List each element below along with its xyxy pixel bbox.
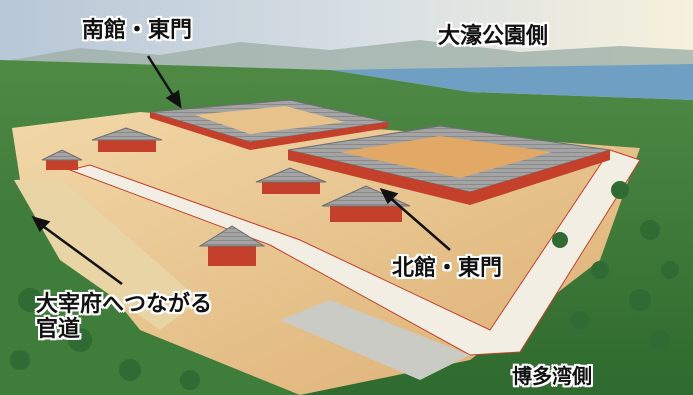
south-gate-label: 南館・東門	[82, 18, 193, 43]
official-road	[14, 178, 200, 330]
arrow-north-gate	[387, 195, 451, 251]
gate-building	[198, 225, 266, 266]
dazaifu-road-label-line1: 大宰府へつながる	[36, 292, 213, 317]
outer-wall	[68, 149, 641, 356]
north-gate-label: 北館・東門	[392, 256, 503, 281]
dazaifu-road-label-line2: 官道	[36, 317, 81, 343]
small-hall-1	[255, 167, 327, 194]
gravel-area	[280, 300, 470, 380]
sea	[330, 64, 693, 100]
arrows	[31, 55, 451, 286]
north-compound-courtyard	[340, 136, 552, 178]
small-hall-4	[41, 149, 83, 170]
south-compound-courtyard	[195, 106, 345, 134]
arrow-south-gate	[146, 55, 178, 101]
south-compound-wall	[150, 112, 388, 150]
dazaifu-road-label: 大宰府へつながる 官道	[36, 292, 212, 343]
pine-trees	[10, 181, 679, 390]
oohori-park-side-label: 大濠公園側	[438, 24, 549, 49]
small-hall-3	[91, 127, 163, 152]
hakata-bay-side-label: 博多湾側	[512, 364, 592, 388]
arrow-dazaifu-road	[39, 222, 123, 286]
north-compound-wall	[288, 150, 610, 205]
